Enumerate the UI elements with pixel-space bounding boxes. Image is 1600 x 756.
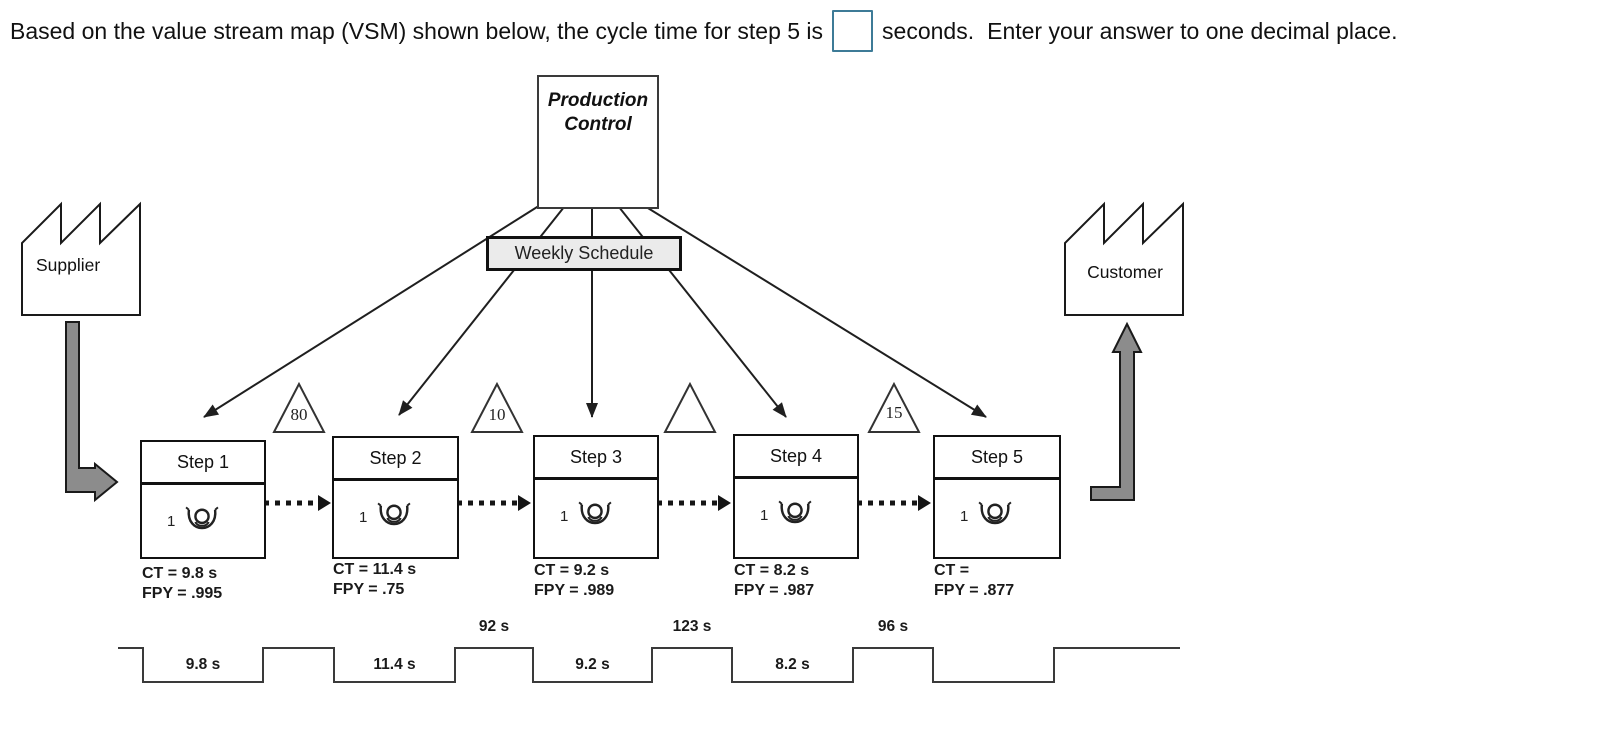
inventory-triangle-2 [470, 381, 524, 433]
operator-count: 1 [359, 508, 368, 526]
schedule-arrow-step2 [398, 196, 573, 416]
operator-icon [778, 500, 812, 524]
timeline-process-time-3: 9.2 s [575, 656, 610, 673]
step-ct-label: CT = 9.2 s [534, 562, 610, 579]
timeline-wait-time-2: 92 s [478, 618, 510, 635]
schedule-arrow-icons [203, 196, 987, 418]
step-title: Step 1 [142, 442, 264, 485]
schedule-arrow-step1 [203, 196, 554, 418]
timeline-process-time-1: 9.8 s [185, 656, 221, 673]
question-prefix: Based on the value stream map (VSM) show… [10, 18, 824, 44]
inventory-count-1: 80 [290, 405, 308, 424]
step-ct-label: CT = [934, 562, 970, 579]
operator-count: 1 [760, 506, 769, 524]
inventory-triangle-1 [272, 381, 326, 433]
operator-count: 1 [960, 507, 969, 525]
weekly-schedule-box: Weekly Schedule [486, 236, 682, 271]
step-title: Step 4 [735, 436, 857, 479]
step-ct-label: CT = 8.2 s [734, 562, 810, 579]
schedule-arrow-step4 [610, 196, 787, 418]
answer-input[interactable] [832, 10, 874, 52]
operator-count: 1 [560, 507, 569, 525]
operator-icon [978, 501, 1012, 525]
supplier-material-arrow-icon [65, 321, 119, 503]
weekly-schedule-label: Weekly Schedule [514, 243, 654, 263]
push-arrow-icons [264, 495, 931, 511]
step-box-4: Step 4 1 [733, 434, 859, 559]
timeline-process-time-4: 8.2 s [775, 656, 810, 673]
step3-metrics: CT = 9.2 s FPY = .989 [534, 561, 614, 601]
step-fpy-label: FPY = .989 [534, 582, 615, 599]
timeline-wait-time-3: 123 s [672, 618, 712, 635]
operator-icon [377, 502, 411, 526]
step5-metrics: CT = FPY = .877 [934, 561, 1014, 601]
step4-metrics: CT = 8.2 s FPY = .987 [734, 561, 814, 601]
customer-label: Customer [1087, 262, 1163, 282]
step-ct-label: CT = 9.8 s [142, 565, 218, 582]
customer-material-arrow-icon [1090, 321, 1143, 501]
step-fpy-label: FPY = .877 [934, 582, 1015, 599]
timeline-ladder [118, 647, 1180, 683]
timeline-wait-time-4: 96 s [877, 618, 909, 635]
step-fpy-label: FPY = .995 [142, 585, 223, 602]
timeline-process-time-2: 11.4 s [373, 656, 416, 673]
step1-metrics: CT = 9.8 s FPY = .995 [142, 564, 222, 604]
question-instruction: Enter your answer to one decimal place. [987, 18, 1398, 44]
operator-icon [578, 501, 612, 525]
step-box-1: Step 1 1 [140, 440, 266, 559]
step-ct-label: CT = 11.4 s [333, 561, 417, 578]
inventory-triangle-4 [867, 381, 921, 433]
inventory-triangle-icons [272, 381, 921, 433]
operator-count: 1 [167, 512, 176, 530]
step2-metrics: CT = 11.4 s FPY = .75 [333, 560, 416, 600]
step-fpy-label: FPY = .75 [333, 581, 405, 598]
step-fpy-label: FPY = .987 [734, 582, 815, 599]
supplier-factory-icon [21, 201, 141, 316]
step-title: Step 2 [334, 438, 457, 481]
schedule-arrow-step5 [629, 196, 987, 418]
production-control-box: Production Control [537, 75, 659, 209]
step-box-5: Step 5 1 [933, 435, 1061, 559]
operator-icon [185, 506, 219, 530]
step-title: Step 5 [935, 437, 1059, 480]
production-control-label: Production Control [547, 90, 649, 135]
question-text: Based on the value stream map (VSM) show… [10, 10, 1398, 52]
inventory-count-2: 10 [488, 405, 506, 424]
step-box-2: Step 2 1 [332, 436, 459, 559]
inventory-triangle-3 [663, 381, 717, 433]
question-suffix: seconds. [882, 18, 975, 44]
inventory-count-4: 15 [885, 403, 903, 422]
supplier-label: Supplier [36, 255, 101, 275]
step-box-3: Step 3 1 [533, 435, 659, 559]
customer-factory-icon [1064, 201, 1184, 316]
step-title: Step 3 [535, 437, 657, 480]
